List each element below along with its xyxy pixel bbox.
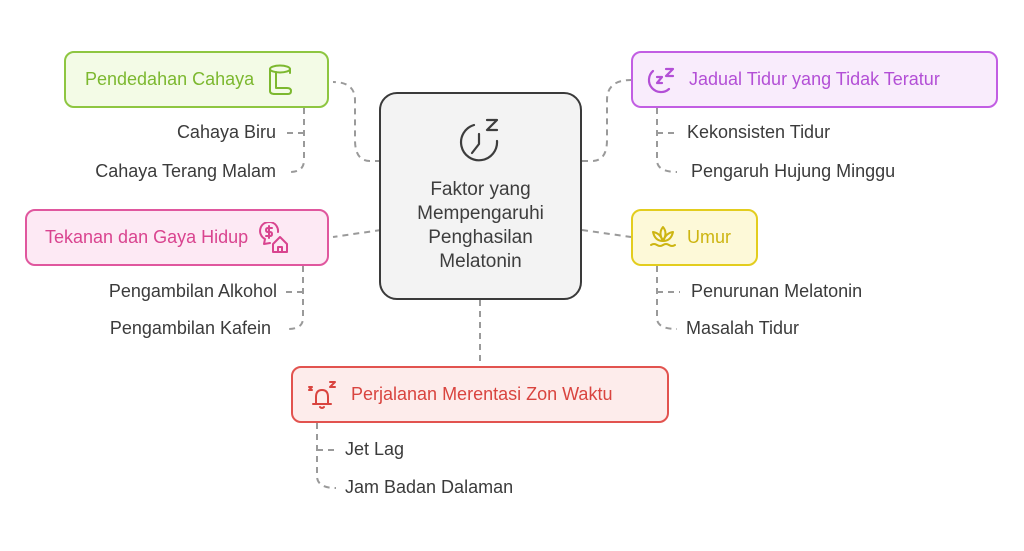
central-topic-node[interactable]: Faktor yang Mempengaruhi Penghasilan Mel… bbox=[379, 92, 582, 300]
moon-zzz-icon bbox=[647, 67, 675, 93]
connector-center-to-sleep-schedule bbox=[582, 79, 632, 162]
leaf-bright-night-light: Cahaya Terang Malam bbox=[95, 161, 276, 181]
leaf-internal-body-clock: Jam Badan Dalaman bbox=[345, 477, 514, 497]
branch-irregular-sleep-schedule-label: Jadual Tidur yang Tidak Teratur bbox=[689, 69, 940, 89]
clock-sleep-icon bbox=[459, 118, 498, 162]
branch-time-zone-travel[interactable]: Perjalanan Merentasi Zon Waktu bbox=[291, 366, 669, 423]
leaf-caffeine-intake: Pengambilan Kafein bbox=[109, 318, 271, 338]
branch-stress-lifestyle[interactable]: Tekanan dan Gaya Hidup bbox=[25, 209, 329, 266]
branch-irregular-sleep-schedule[interactable]: Jadual Tidur yang Tidak Teratur bbox=[631, 51, 998, 108]
connector-center-to-stress-lifestyle bbox=[332, 229, 382, 238]
branch-stress-lifestyle-label: Tekanan dan Gaya Hidup bbox=[45, 227, 249, 247]
central-topic-title: Faktor yang Mempengaruhi Penghasilan Mel… bbox=[417, 179, 544, 272]
light-tube-icon bbox=[269, 64, 293, 95]
connector-sleep-schedule-children bbox=[656, 108, 678, 173]
leaf-blue-light: Cahaya Biru bbox=[176, 122, 276, 142]
branch-light-exposure[interactable]: Pendedahan Cahaya bbox=[64, 51, 329, 108]
leaf-weekend-influence: Pengaruh Hujung Minggu bbox=[691, 161, 896, 181]
leaf-jet-lag: Jet Lag bbox=[345, 439, 405, 459]
leaf-sleep-consistency: Kekonsisten Tidur bbox=[687, 122, 831, 142]
leaf-alcohol-intake: Pengambilan Alkohol bbox=[108, 281, 277, 301]
branch-time-zone-travel-label: Perjalanan Merentasi Zon Waktu bbox=[351, 384, 613, 404]
connector-stress-lifestyle-children bbox=[287, 266, 304, 330]
money-house-icon bbox=[259, 221, 289, 253]
connector-age-children bbox=[656, 266, 678, 330]
leaf-sleep-problems: Masalah Tidur bbox=[686, 318, 800, 338]
connector-center-to-light-exposure bbox=[332, 81, 381, 162]
connector-center-to-age bbox=[581, 229, 632, 238]
alarm-bell-zzz-icon bbox=[308, 380, 336, 409]
branch-age[interactable]: Umur bbox=[631, 209, 758, 266]
leaf-melatonin-decline: Penurunan Melatonin bbox=[691, 281, 863, 301]
branch-age-label: Umur bbox=[687, 227, 731, 247]
connector-time-zone-travel-children bbox=[316, 423, 337, 489]
lotus-icon bbox=[650, 225, 676, 247]
connector-light-exposure-children bbox=[289, 108, 305, 173]
branch-light-exposure-label: Pendedahan Cahaya bbox=[85, 69, 255, 89]
